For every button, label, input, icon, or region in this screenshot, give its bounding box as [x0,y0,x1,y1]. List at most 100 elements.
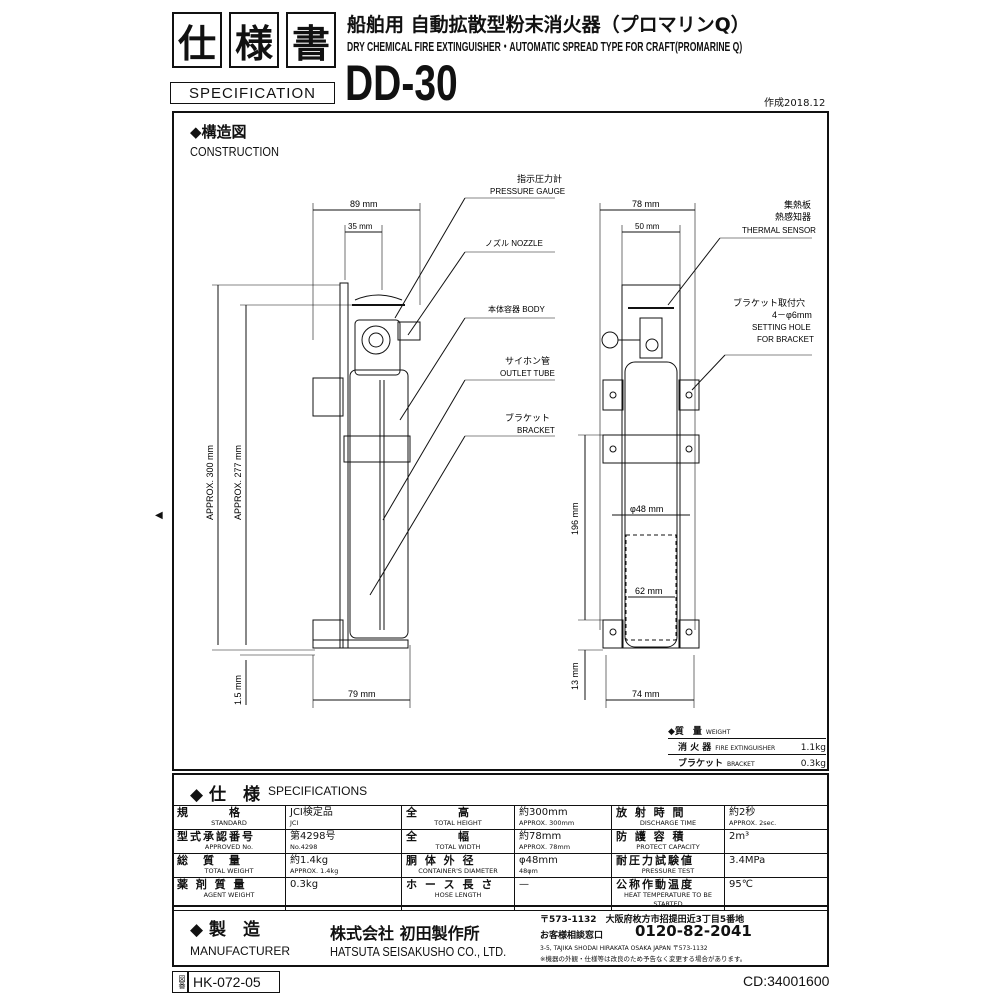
spec-value-en: APPROX. 300mm [519,819,575,827]
weight-row-en: BRACKET [727,761,755,768]
spec-label-jp: 全 幅 [406,830,471,843]
model-number: DD-30 [345,55,458,111]
spec-label-en: APPROVED No. [204,843,254,851]
weight-row: ブラケット BRACKET 0.3kg [668,755,826,771]
title-char-3: 書 [286,12,336,68]
company-name-jp: 株式会社 初田製作所 [330,924,480,943]
label-heat-en: THERMAL SENSOR [742,226,816,235]
title-char-1: 仕 [172,12,222,68]
weight-row-en: FIRE EXTINGUISHER [715,745,776,752]
spec-value-jp: 95℃ [729,879,753,890]
phone-number: 0120-82-2041 [635,922,752,940]
spec-value-en: APPROX. 2sec. [729,819,777,827]
change-notice: ※機器の外観・仕様等は改良のため予告なく変更する場合があります。 [540,955,747,963]
spec-value-jp: 第4298号 [290,831,336,842]
label-hole-en1: SETTING HOLE [752,323,811,332]
weight-row-value: 0.3kg [800,759,826,769]
label-siphon-jp: サイホン管 [505,355,550,366]
spec-label-jp: 規 格 [177,806,242,819]
spec-label-en: TOTAL WIDTH [435,843,481,851]
spec-value-cell: 3.4MPa [724,853,828,878]
weight-row-jp: 消 火 器 [678,743,712,753]
specification-label: SPECIFICATION [170,82,335,104]
dim-13: 13 mm [570,662,580,690]
label-heat-jp2: 熱感知器 [775,211,811,222]
manufacturer-frame [172,905,829,967]
company-name-en: HATSUTA SEISAKUSHO CO., LTD. [330,944,507,959]
spec-label-en: AGENT WEIGHT [203,891,255,899]
cd-code: CD:34001600 [743,973,830,989]
specifications-heading-en: SPECIFICATIONS [268,784,368,798]
dim-277: APPROX. 277 mm [233,445,243,520]
spec-value-jp: 約2秒 [729,807,756,818]
weight-row-value: 1.1kg [800,743,826,753]
weight-title-jp: ◆質 量 [668,727,702,737]
label-body: 本体容器 BODY [488,304,546,314]
label-gauge-en: PRESSURE GAUGE [490,187,565,196]
construction-frame [172,111,829,771]
dim-48: φ48 mm [630,504,663,514]
spec-label-jp: 全 高 [406,806,471,819]
spec-value-jp: 3.4MPa [729,855,766,866]
spec-value-jp: 約300mm [519,807,568,818]
dim-89: 89 mm [350,199,378,209]
spec-value-jp: 約78mm [519,831,562,842]
address-en: 3-5, TAJIKA SHODAI HIRAKATA OSAKA JAPAN … [540,945,708,952]
label-bracket-en: BRACKET [517,426,555,435]
title-char-2: 様 [229,12,279,68]
dim-78: 78 mm [632,199,660,209]
manufacturer-heading: ◆ 製 造 [190,920,260,940]
title-japanese: 船舶用 自動拡散型粉末消火器（プロマリンQ） [347,14,750,36]
address-jp: 〒573-1132 大阪府枚方市招提田近3丁目5番地 [540,915,745,925]
drawing-number: HK-072-05 [188,971,280,993]
spec-label-en: CONTAINER'S DIAMETER [418,867,498,875]
dim-35: 35 mm [348,222,373,231]
weight-row: 消 火 器 FIRE EXTINGUISHER 1.1kg [668,739,826,755]
spec-label-en: TOTAL HEIGHT [434,819,482,827]
spec-label-jp: 薬 剤 質 量 [177,878,247,891]
dim-15: 1.5 mm [233,675,243,705]
created-date: 作成2018.12 [764,98,826,109]
label-hole-spec: 4－φ6mm [772,310,812,320]
drawing-no-label: 図番 [172,971,188,993]
spec-value-jp: 0.3kg [290,879,319,890]
label-heat-jp1: 集熱板 [784,199,811,210]
weight-title-en: WEIGHT [705,729,731,736]
spec-value-en: APPROX. 1.4kg [290,867,339,875]
spec-label-jp: 放 射 時 間 [616,806,686,819]
spec-value-cell: 2m³ [724,829,828,854]
label-hole-en2: FOR BRACKET [757,335,814,344]
spec-value-en: JCI [290,819,299,827]
dim-50: 50 mm [635,222,660,231]
construction-heading: ◆構造図 [190,123,247,141]
spec-value-en: 48φm [519,867,538,875]
spec-label-en: PROTECT CAPACITY [636,843,700,851]
dim-74: 74 mm [632,689,660,699]
spec-label-jp: 防 護 容 積 [616,830,686,843]
spec-value-jp: — [519,879,529,890]
spec-label-en: STANDARD [211,819,247,827]
label-bracket-jp: ブラケット [505,412,550,423]
spec-value-jp: 2m³ [729,831,750,842]
label-gauge-jp: 指示圧力計 [517,173,562,184]
spec-label-jp: 耐圧力試験値 [616,854,694,867]
